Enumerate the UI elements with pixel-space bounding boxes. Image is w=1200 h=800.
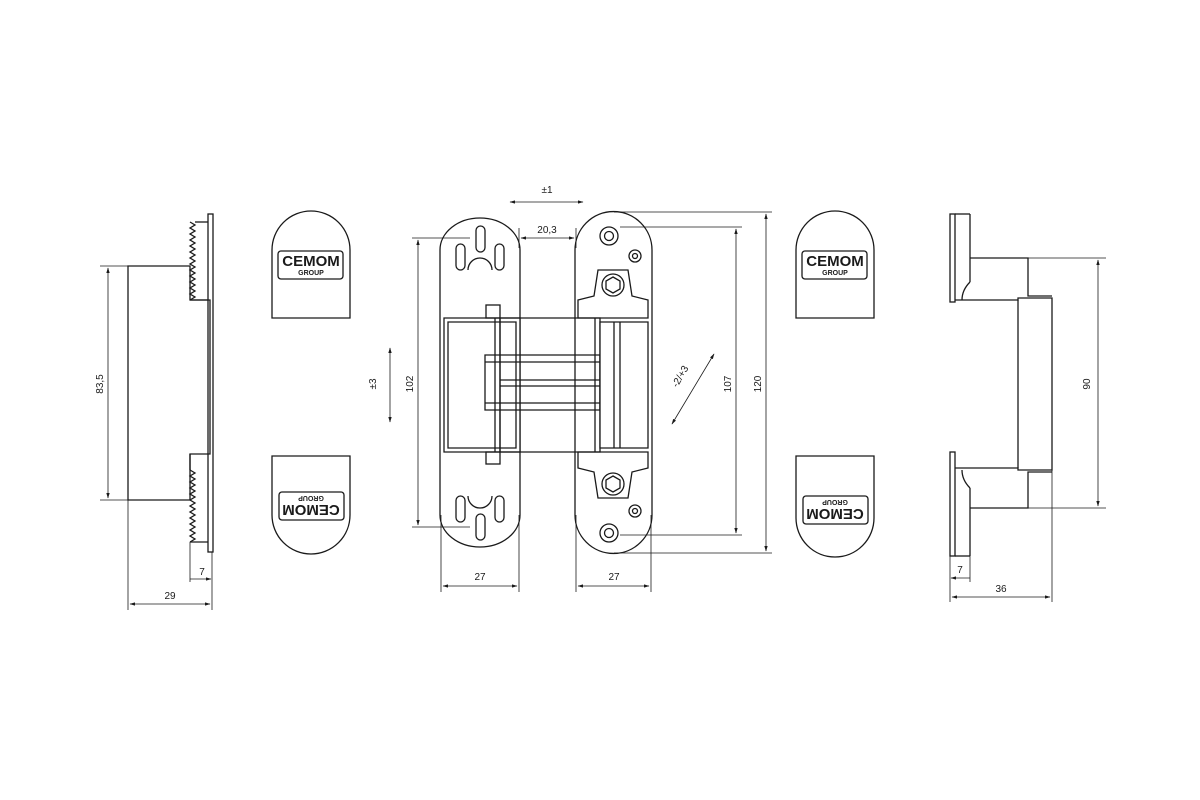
dim-107-label: 107	[723, 375, 734, 392]
logo-sub-right-inverted: GROUP	[822, 498, 848, 505]
cover-cap-bottom-left: CEMOM GROUP	[271, 455, 351, 555]
hinge-right-leaf	[574, 210, 653, 555]
cover-cap-bottom-right: CEMOM GROUP	[795, 455, 875, 558]
dim-120-label: 120	[753, 375, 764, 392]
dim-7-left-label: 7	[199, 567, 205, 578]
hinge-left-leaf	[439, 217, 521, 548]
dim-120: 120	[614, 211, 772, 554]
dim-27-left-label: 27	[474, 572, 486, 583]
dim-20-3: 20,3	[518, 225, 577, 248]
logo-sub-inverted: GROUP	[298, 494, 324, 501]
dim-83-5: 83,5	[95, 265, 128, 501]
logo-brand: CEMOM	[282, 253, 340, 270]
dim-29-label: 29	[164, 591, 176, 602]
dim-adjust-2-3-label: -2/+3	[670, 364, 691, 390]
logo-brand-inverted: CEMOM	[282, 501, 340, 518]
dim-29: 29	[127, 500, 211, 610]
dim-102-label: 102	[405, 375, 416, 392]
logo-brand-right-inverted: CEMOM	[806, 505, 864, 522]
logo-brand-right: CEMOM	[806, 253, 864, 270]
dim-36-label: 36	[995, 584, 1007, 595]
dim-adjust-3-label: ±3	[368, 378, 379, 389]
logo-sub-right: GROUP	[822, 270, 848, 277]
dim-27-left: 27	[440, 515, 520, 592]
dim-adjust-3: ±3	[368, 347, 392, 423]
dim-20-3-label: 20,3	[537, 225, 557, 236]
dim-27-right: 27	[575, 515, 652, 592]
dim-90: 90	[1028, 257, 1106, 509]
dim-7-right-label: 7	[957, 565, 963, 576]
dim-27-right-label: 27	[608, 572, 620, 583]
cover-cap-top-left: CEMOM GROUP	[271, 210, 351, 319]
dim-90-label: 90	[1082, 378, 1093, 390]
dim-adjust-2-3: -2/+3	[670, 353, 715, 425]
logo-sub: GROUP	[298, 270, 324, 277]
left-side-profile	[127, 213, 214, 553]
dim-83-5-label: 83,5	[95, 374, 106, 394]
dim-adjust-1-label: ±1	[541, 185, 552, 196]
cover-cap-top-right: CEMOM GROUP	[795, 210, 875, 319]
dim-36: 36	[951, 470, 1053, 602]
dim-7-right: 7	[949, 556, 971, 602]
dim-7-left: 7	[189, 542, 213, 610]
dim-107: 107	[620, 226, 742, 536]
dim-adjust-1: ±1	[509, 185, 584, 204]
right-side-profile	[949, 213, 1053, 557]
